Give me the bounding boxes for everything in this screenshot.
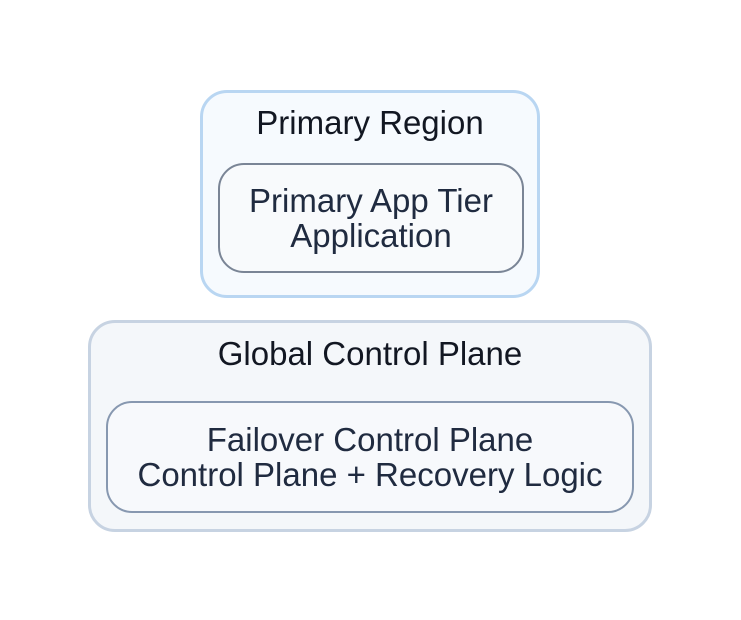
node-failover-control-plane: Failover Control Plane Control Plane + R… — [106, 401, 634, 513]
group-global-control-plane: Global Control Plane Failover Control Pl… — [88, 320, 652, 532]
node-failover-control-plane-subtitle: Control Plane + Recovery Logic — [137, 456, 603, 493]
group-primary-region-title: Primary Region — [256, 104, 484, 141]
node-primary-app-tier: Primary App Tier Application — [218, 163, 524, 273]
group-primary-region: Primary Region Primary App Tier Applicat… — [200, 90, 540, 298]
node-primary-app-tier-title: Primary App Tier — [249, 182, 493, 219]
node-failover-control-plane-title: Failover Control Plane — [206, 421, 534, 458]
group-global-control-plane-title: Global Control Plane — [217, 335, 523, 372]
node-primary-app-tier-subtitle: Application — [290, 217, 452, 254]
